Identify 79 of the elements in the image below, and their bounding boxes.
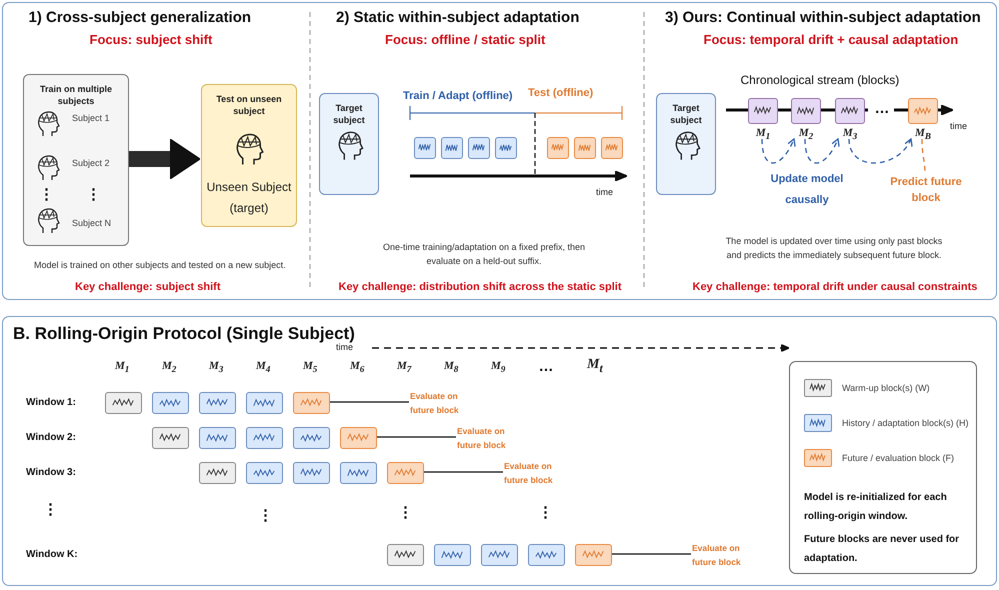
block-arrow [128, 138, 201, 180]
panel-frame [2, 316, 997, 586]
phase-label: Test (offline) [528, 86, 594, 101]
section-heading: 2) Static within-subject adaptation [336, 8, 580, 28]
axis-label: time [596, 186, 614, 198]
panel-heading: B. Rolling-Origin Protocol (Single Subject) [13, 323, 355, 344]
axis-label: time [950, 120, 968, 132]
ellipsis-mark: ⋮ [538, 503, 552, 523]
description-text: Model is trained on other subjects and tested on a new subject. [34, 259, 286, 272]
subject-label: Subject 2 [72, 157, 110, 170]
note-text: Evaluate on future block [457, 424, 523, 454]
focus-text: Focus: temporal drift + causal adaptation [704, 31, 958, 49]
column-label: M$_{4}$ [256, 359, 270, 376]
block-label: M$_{2}$ [798, 126, 814, 143]
challenge-text: Key challenge: subject shift [75, 280, 220, 295]
section-heading: 1) Cross-subject generalization [28, 8, 252, 28]
phase-label: Update model causally [770, 172, 844, 208]
column-label: M$_{9}$ [491, 359, 506, 376]
column-label: M$_{3}$ [209, 359, 224, 376]
column-label: M$_{8}$ [444, 359, 458, 376]
section-heading: 3) Ours: Continual within-subject adaptation [665, 8, 981, 28]
block-label: M$_{1}$ [754, 126, 772, 143]
legend-text: Future / evaluation block (F) [842, 452, 954, 464]
description-text: One-time training/adaptation on a fixed prefix, then evaluate on a held-out suffix. [382, 241, 586, 268]
card-heading: Train on multiple subjects [38, 83, 113, 108]
arrow [804, 138, 840, 164]
note-text: Predict future block [879, 175, 973, 207]
card-text: Unseen Subject (target) [206, 178, 292, 218]
description-text: The model is updated over time using only past blocks and predicts the immediately subsequent future block. [724, 235, 944, 262]
stream-title: Chronological stream (blocks) [740, 72, 900, 88]
row-label: Window K: [26, 548, 78, 562]
note-text: Evaluate on future block [410, 389, 476, 419]
block-label: M$_{3}$ [842, 126, 858, 143]
row-label: Window 3: [26, 466, 76, 480]
axis-label: time [336, 342, 354, 354]
note-text: Model is re-initialized for each rolling-origin window. [804, 491, 948, 524]
subject-card [319, 93, 379, 195]
legend-box [789, 361, 977, 574]
connector-line [376, 436, 456, 438]
group-card [201, 84, 297, 227]
focus-text: Focus: subject shift [90, 31, 212, 49]
card-heading: Test on unseen subject [215, 93, 283, 118]
column-label: M$_{5}$ [303, 359, 318, 376]
block-label: M$_{B}$ [914, 126, 932, 143]
note-text: Evaluate on future block [504, 459, 570, 489]
challenge-text: Key challenge: distribution shift across the static split [338, 280, 622, 295]
row-label: Window 1: [26, 396, 76, 410]
connector-line [423, 471, 503, 473]
subject-card [656, 93, 716, 195]
focus-text: Focus: offline / static split [385, 31, 546, 49]
card-heading: Target subject [332, 102, 366, 126]
challenge-text: Key challenge: temporal drift under causal constraints [692, 280, 978, 295]
note-text: Evaluate on future block [692, 541, 758, 571]
ellipsis-mark: … [874, 99, 890, 119]
column-label: M$_{t}$ [587, 356, 603, 377]
ellipsis-mark: ⋮ [86, 185, 100, 205]
ellipsis-mark: … [538, 357, 554, 377]
column-label: M$_{1}$ [115, 359, 130, 376]
ellipsis-mark: ⋮ [43, 500, 57, 520]
connector-line [611, 553, 691, 555]
legend-text: History / adaptation block(s) (H) [842, 417, 969, 430]
card-heading: Target subject [669, 102, 703, 126]
ellipsis-mark: ⋮ [258, 506, 272, 526]
subject-label: Subject N [72, 217, 112, 230]
ellipsis-mark: ⋮ [39, 185, 53, 205]
arrow [761, 138, 796, 164]
group-card [23, 74, 129, 246]
note-text: Future blocks are never used for adaptation. [804, 533, 960, 566]
arrow [848, 138, 912, 164]
phase-label: Train / Adapt (offline) [403, 89, 513, 104]
subject-label: Subject 1 [72, 112, 110, 124]
column-label: M$_{7}$ [397, 359, 412, 376]
connector-line [329, 401, 409, 403]
legend-text: Warm-up block(s) (W) [842, 382, 930, 394]
ellipsis-mark: ⋮ [398, 503, 412, 523]
row-label: Window 2: [26, 431, 76, 444]
column-label: M$_{2}$ [162, 359, 176, 376]
panel-frame [2, 2, 997, 300]
column-label: M$_{6}$ [350, 359, 364, 376]
